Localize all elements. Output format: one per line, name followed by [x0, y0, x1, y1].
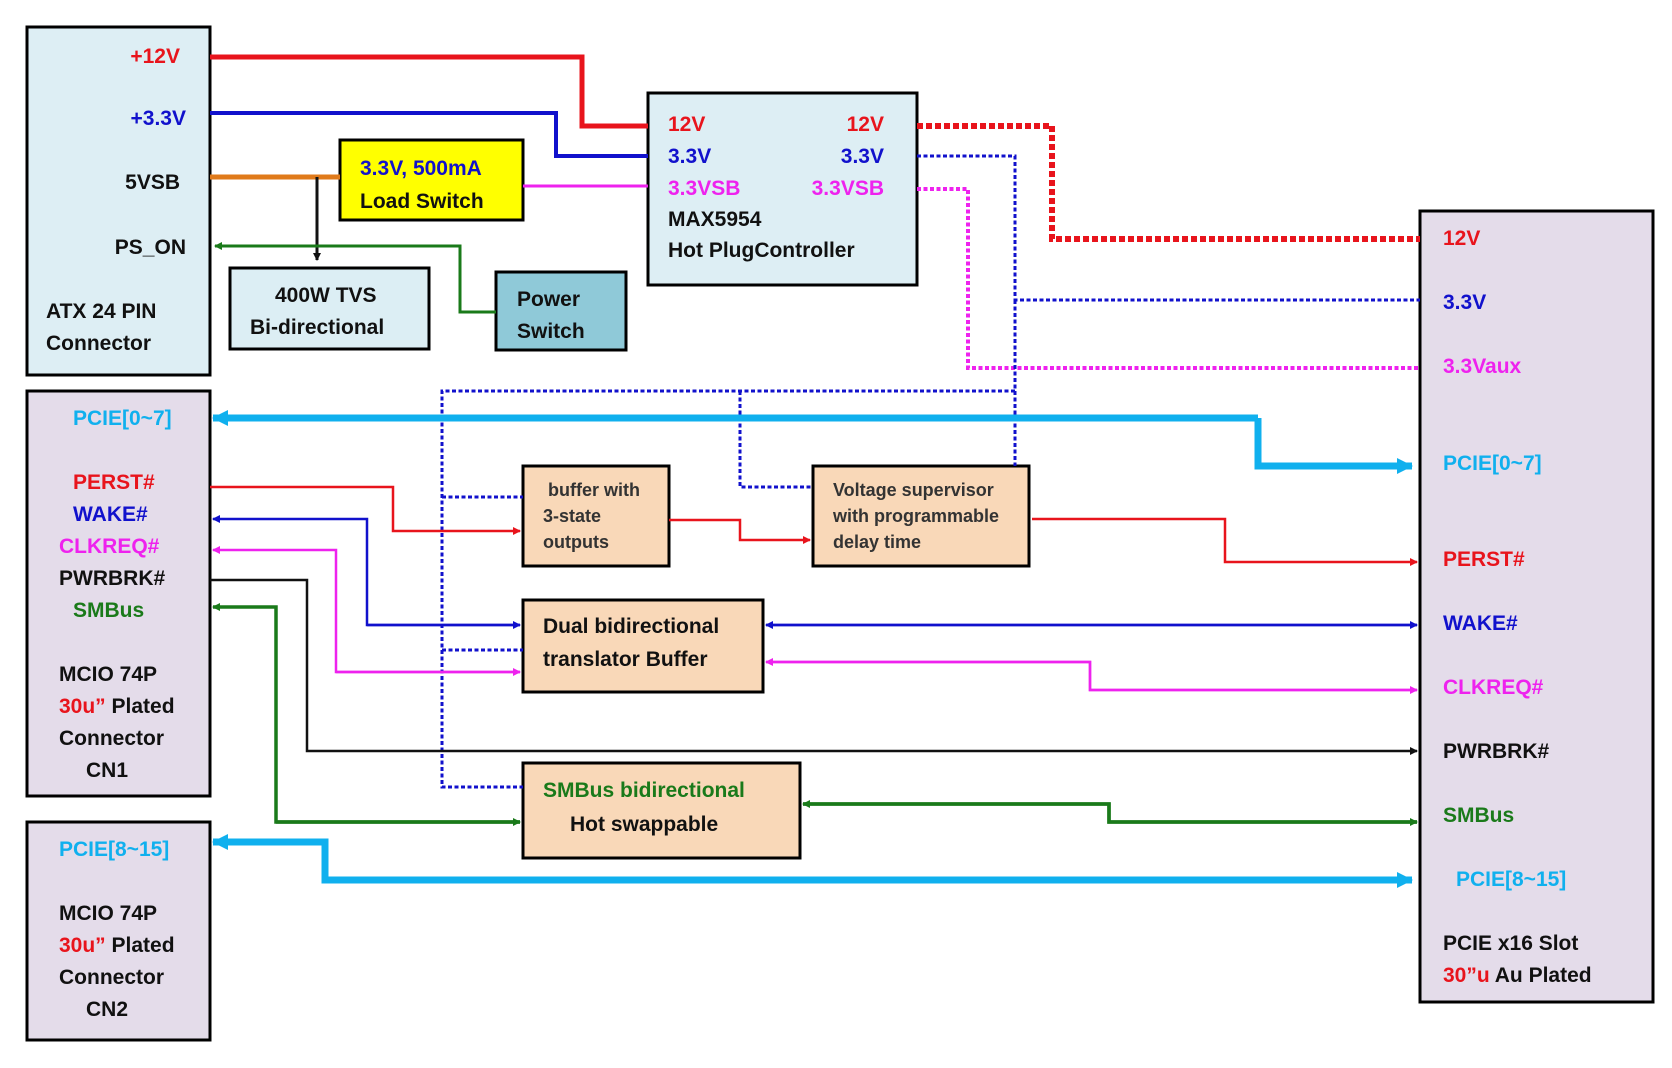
slot-12v-label: 12V — [1443, 227, 1480, 250]
wire-pcie-hi — [213, 838, 1413, 888]
wire-33v-supervisor — [738, 391, 813, 489]
buffer-line3: outputs — [543, 532, 609, 552]
hp-part: MAX5954 — [668, 208, 762, 231]
wire-wake-left — [212, 515, 520, 627]
mcio-cn1-box — [25, 389, 212, 798]
slot-title1: PCIE x16 Slot — [1443, 932, 1578, 955]
hp-in-12v: 12V — [668, 113, 705, 136]
cn1-pwrbrk-label: PWRBRK# — [59, 567, 165, 590]
pcie-slot-box — [1418, 209, 1655, 1004]
slot-pcie-lo-label: PCIE[0~7] — [1443, 452, 1542, 475]
wire-clkreq-right — [766, 660, 1418, 694]
load-switch-line1: 3.3V, 500mA — [360, 157, 482, 180]
slot-plating: 30”u Au Plated — [1443, 964, 1592, 987]
wire-33v-out — [917, 154, 1420, 302]
wire-pwrbrk — [210, 578, 1418, 755]
tvs-line2: Bi-directional — [250, 316, 384, 339]
cn2-plating-rest: Plated — [106, 934, 175, 957]
translator-line2: translator Buffer — [543, 648, 708, 671]
slot-plating-red: 30”u — [1443, 964, 1490, 987]
cn1-plating-rest: Plated — [106, 695, 175, 718]
hot-plug-controller-box — [646, 91, 919, 287]
wire-33vsb-out — [917, 187, 1420, 370]
cn1-pcie-label: PCIE[0~7] — [73, 407, 172, 430]
tvs-line1: 400W TVS — [275, 284, 377, 307]
atx-33v-label: +3.3V — [131, 107, 186, 130]
wire-33v-atx — [210, 111, 648, 158]
cn1-smbus-label: SMBus — [73, 599, 144, 622]
translator-box — [521, 598, 765, 694]
hp-out-12v: 12V — [847, 113, 884, 136]
hp-out-33v: 3.3V — [841, 145, 884, 168]
supervisor-line2: with programmable — [832, 506, 999, 526]
atx-title-line2: Connector — [46, 332, 151, 355]
cn2-title4: CN2 — [86, 998, 128, 1021]
hp-in-33vsb: 3.3VSB — [668, 177, 740, 200]
cn1-title3: Connector — [59, 727, 164, 750]
slot-33vaux-label: 3.3Vaux — [1443, 355, 1522, 378]
slot-pwrbrk-label: PWRBRK# — [1443, 740, 1549, 763]
slot-perst-label: PERST# — [1443, 548, 1525, 571]
slot-33v-label: 3.3V — [1443, 291, 1486, 314]
wire-pcie-hi-back — [212, 834, 1412, 884]
slot-clkreq-label: CLKREQ# — [1443, 676, 1544, 699]
load-switch-box — [338, 138, 525, 222]
load-switch-line2: Load Switch — [360, 190, 484, 213]
smbus-box-line1: SMBus bidirectional — [543, 779, 745, 802]
cn1-clkreq-label: CLKREQ# — [59, 535, 160, 558]
wire-smbus-left — [212, 603, 520, 824]
translator-line1: Dual bidirectional — [543, 615, 719, 638]
buffer-box — [521, 464, 671, 568]
hp-out-33vsb: 3.3VSB — [812, 177, 884, 200]
cn2-pcie-label: PCIE[8~15] — [59, 838, 169, 861]
power-switch-line2: Switch — [517, 320, 585, 343]
supervisor-line3: delay time — [833, 532, 921, 552]
wire-ps-on — [214, 242, 496, 314]
wire-12v-out — [917, 123, 1420, 242]
wire-pcie-lo — [1254, 418, 1413, 474]
cn2-title3: Connector — [59, 966, 164, 989]
cn1-title4: CN1 — [86, 759, 128, 782]
wire-perst-out — [1032, 517, 1418, 566]
power-switch-box — [494, 270, 628, 352]
wire-smbus-right-back — [802, 800, 1417, 824]
cn1-perst-label: PERST# — [73, 471, 155, 494]
wire-perst-mid — [669, 518, 811, 544]
wire-12v-atx — [210, 54, 648, 129]
atx-5vsb-label: 5VSB — [125, 171, 180, 194]
atx-12v-label: +12V — [130, 45, 180, 68]
wire-33v-bus — [440, 389, 1015, 789]
cn1-wake-label: WAKE# — [73, 503, 148, 526]
tvs-box — [228, 266, 431, 351]
hp-desc: Hot PlugController — [668, 239, 855, 262]
hp-in-33v: 3.3V — [668, 145, 711, 168]
smbus-box — [521, 761, 802, 860]
slot-pcie-hi-label: PCIE[8~15] — [1456, 868, 1566, 891]
slot-plating-rest: Au Plated — [1490, 964, 1592, 987]
buffer-line2: 3-state — [543, 506, 601, 526]
atx-ps-on-label: PS_ON — [115, 236, 186, 259]
power-switch-line1: Power — [517, 288, 580, 311]
atx-title-line1: ATX 24 PIN — [46, 300, 156, 323]
cn2-plating-red: 30u” — [59, 934, 106, 957]
cn2-plating: 30u” Plated — [59, 934, 175, 957]
cn2-title1: MCIO 74P — [59, 902, 157, 925]
buffer-line1: buffer with — [548, 480, 640, 500]
smbus-box-line2: Hot swappable — [570, 813, 718, 836]
cn1-plating-red: 30u” — [59, 695, 106, 718]
slot-smbus-label: SMBus — [1443, 804, 1514, 827]
slot-wake-label: WAKE# — [1443, 612, 1518, 635]
cn1-plating: 30u” Plated — [59, 695, 175, 718]
atx-connector-box — [25, 25, 212, 377]
supervisor-box — [811, 464, 1031, 568]
mcio-cn2-box — [25, 820, 212, 1042]
wire-clkreq-right-back — [765, 658, 1417, 692]
wire-perst-in — [210, 485, 521, 535]
cn1-title1: MCIO 74P — [59, 663, 157, 686]
supervisor-line1: Voltage supervisor — [833, 480, 994, 500]
